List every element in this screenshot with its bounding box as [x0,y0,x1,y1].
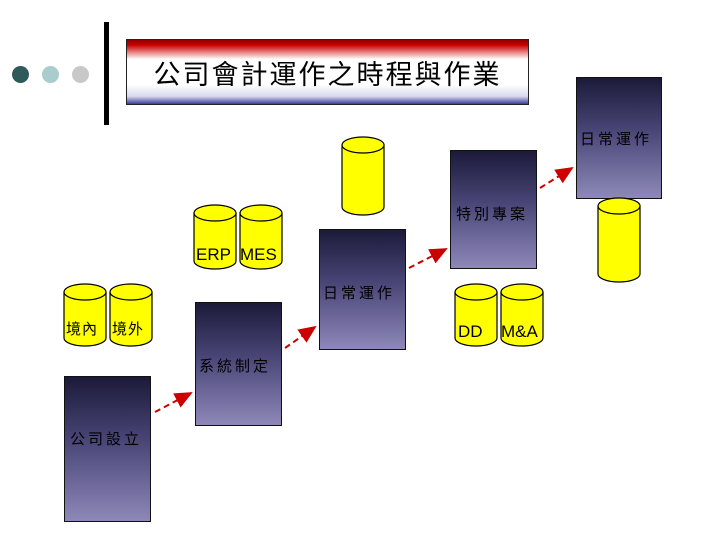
bullet-dot-light [42,66,59,83]
block-company-setup [64,376,151,522]
block-special-project [450,150,537,269]
arrow-special-to-daily [539,166,574,189]
cylinder-mes [239,204,283,270]
title-divider [104,22,109,125]
block-system-setup [195,302,282,426]
label-mes: MES [240,245,277,264]
cylinder-daily-ops-2 [597,197,641,283]
label-daily-ops-2: 日常運作 [580,130,653,148]
page-title: 公司會計運作之時程與作業 [153,59,502,91]
cylinder-domestic [63,283,107,347]
cylinder-daily-ops-1 [341,136,385,216]
title-banner: 公司會計運作之時程與作業 [126,39,529,105]
label-erp: ERP [196,245,231,264]
label-system-setup: 系統制定 [199,357,272,375]
label-daily-ops-1: 日常運作 [323,284,396,302]
cylinder-dd [454,283,498,347]
bullet-dot-dark [12,66,29,83]
label-company-setup: 公司設立 [70,430,143,448]
label-ma: M&A [501,322,538,341]
cylinder-overseas [109,283,153,347]
cylinder-ma [500,283,544,347]
label-overseas: 境外 [112,320,145,338]
label-special-project: 特別專案 [456,205,529,223]
block-daily-ops-1 [319,229,406,350]
arrow-system-to-daily [284,325,317,349]
arrow-setup-to-system [154,392,193,413]
cylinder-erp [193,204,237,270]
arrow-daily-to-special [408,248,448,269]
label-domestic: 境內 [66,320,99,338]
label-dd: DD [458,322,483,341]
bullet-dot-gray [72,66,89,83]
block-daily-ops-2 [576,77,662,199]
